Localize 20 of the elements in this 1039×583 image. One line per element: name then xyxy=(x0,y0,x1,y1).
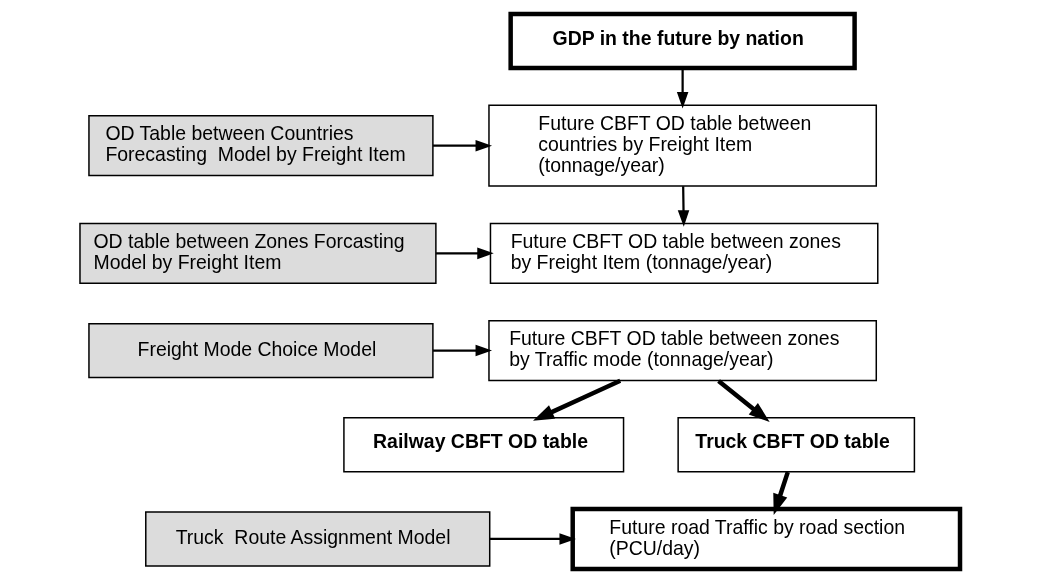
node-box: Truck CBFT OD table xyxy=(676,417,915,473)
node-box: OD table between Zones Forcasting Model by Freight Item xyxy=(78,222,437,285)
node-box: Future CBFT OD table between countries by Freight Item (tonnage/year) xyxy=(487,104,877,187)
arrow xyxy=(489,533,576,545)
node-box: Future CBFT OD table between zones by Traffic mode (tonnage/year) xyxy=(487,319,877,382)
arrow xyxy=(677,186,689,227)
node-box: OD Table between Countries Forecasting Model by Freight Item xyxy=(87,115,434,177)
arrow xyxy=(676,68,688,109)
node-box: GDP in the future by nation xyxy=(507,11,857,71)
arrow xyxy=(435,247,494,260)
arrow xyxy=(716,379,770,422)
node-box: Truck Route Assignment Model xyxy=(144,511,490,567)
node-box: Freight Mode Choice Model xyxy=(87,322,434,379)
arrow xyxy=(432,139,492,152)
node-box: Future road Traffic by road section (PCU/day) xyxy=(569,506,962,572)
node-box: Railway CBFT OD table xyxy=(342,417,624,473)
arrow xyxy=(432,344,492,357)
arrow xyxy=(532,378,621,421)
node-box: Future CBFT OD table between zones by Freight Item (tonnage/year) xyxy=(489,222,878,285)
arrow xyxy=(772,471,790,516)
